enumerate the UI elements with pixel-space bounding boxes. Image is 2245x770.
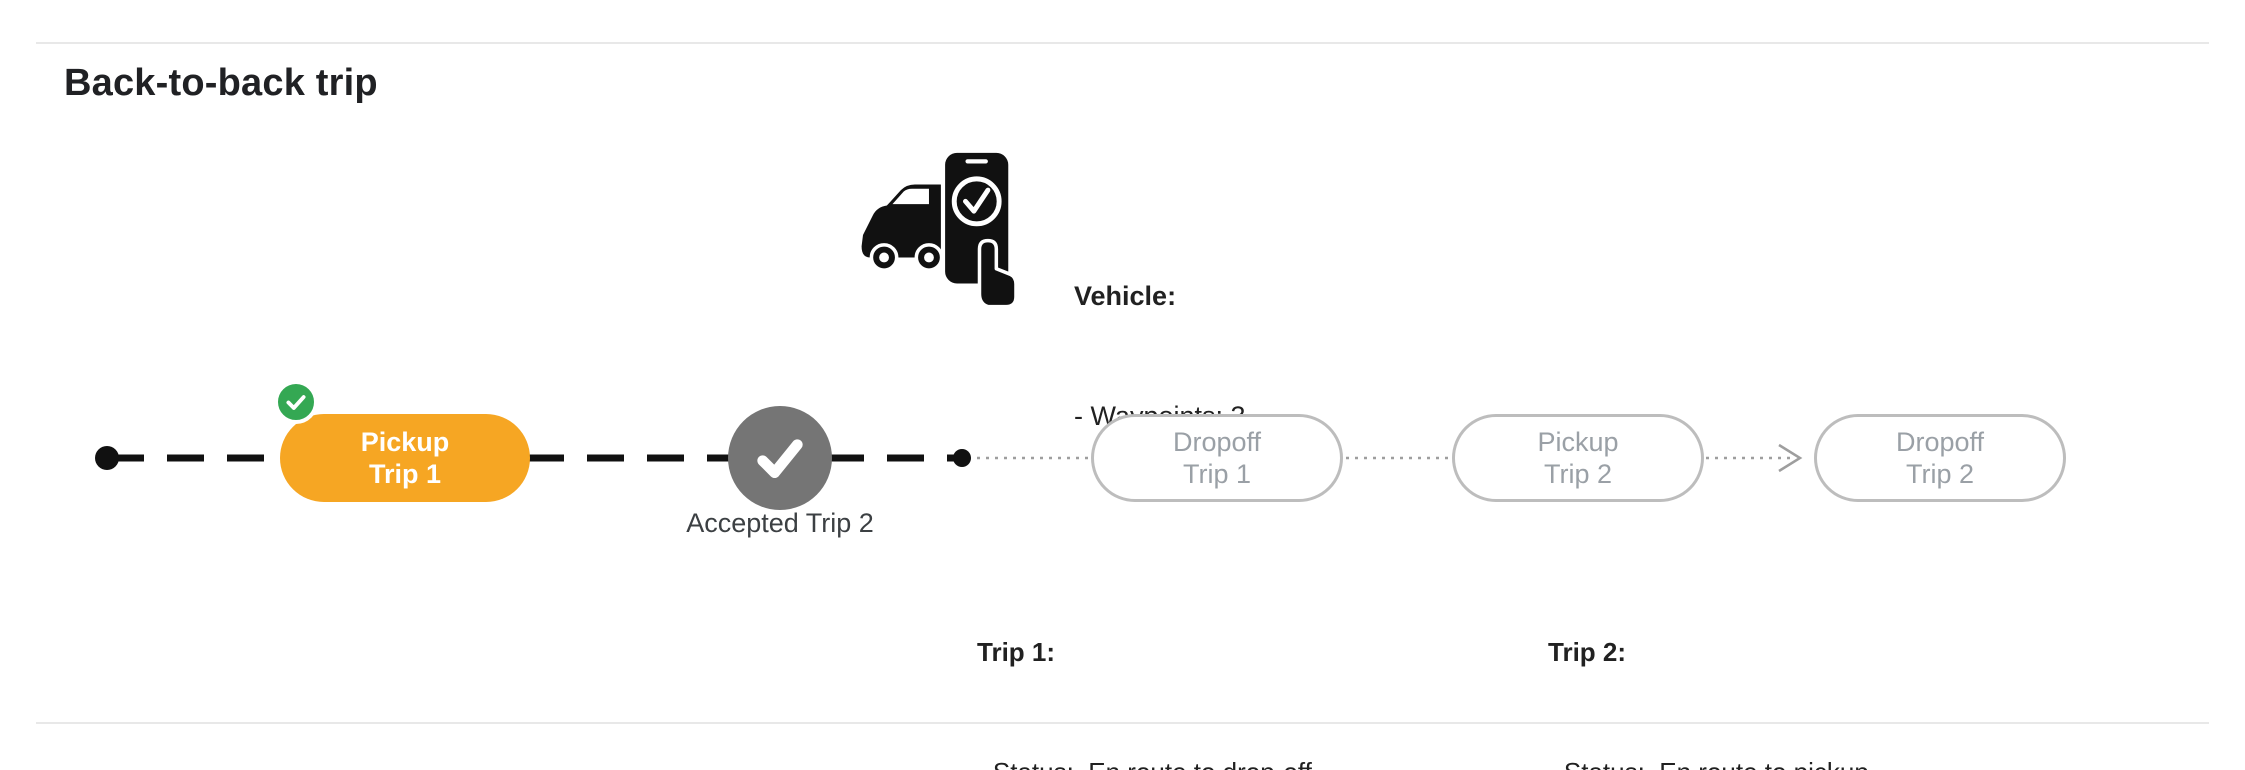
- stop-pickup-trip1: Pickup Trip 1: [274, 380, 530, 502]
- vehicle-label: Vehicle:: [1074, 281, 1177, 311]
- page-title: Back-to-back trip: [64, 62, 378, 104]
- phone-icon: [940, 148, 1013, 288]
- trip1-title: Trip 1:: [977, 637, 1056, 667]
- hand-icon: [977, 238, 1018, 309]
- trip1-status: - Status: En route to drop-off: [977, 752, 1312, 770]
- stop-label-line1: Pickup: [360, 426, 450, 457]
- car-icon: [861, 184, 963, 272]
- trip2-title: Trip 2:: [1548, 637, 1627, 667]
- stop-label-line2: Trip 1: [368, 459, 442, 489]
- stop-label-line2: Trip 1: [1182, 459, 1251, 489]
- trip1-details: Trip 1: - Status: En route to drop-off -…: [977, 552, 1312, 770]
- top-divider: [36, 42, 2209, 44]
- check-icon: [286, 395, 306, 410]
- stop-label-line1: Pickup: [1537, 426, 1619, 457]
- stop-dropoff-trip1: Dropoff Trip 1: [1091, 414, 1343, 502]
- vehicle-phone-check-icon: [858, 148, 1028, 309]
- accepted-trip2-label: Accepted Trip 2: [686, 508, 874, 538]
- completed-check-badge: [274, 380, 318, 424]
- accepted-trip2-marker: [728, 406, 832, 510]
- stop-pickup-trip2: Pickup Trip 2: [1452, 414, 1704, 502]
- check-icon: [757, 439, 803, 478]
- bottom-divider: [36, 722, 2209, 724]
- stop-label-line1: Dropoff: [1895, 426, 1985, 457]
- stop-label-line2: Trip 2: [1905, 459, 1974, 489]
- trip2-status: - Status: En route to pickup: [1548, 752, 1869, 770]
- stop-label-line1: Dropoff: [1172, 426, 1262, 457]
- stop-dropoff-trip2: Dropoff Trip 2: [1814, 414, 2066, 502]
- trip2-details: Trip 2: - Status: En route to pickup - R…: [1548, 552, 1869, 770]
- stop-label-line2: Trip 2: [1543, 459, 1612, 489]
